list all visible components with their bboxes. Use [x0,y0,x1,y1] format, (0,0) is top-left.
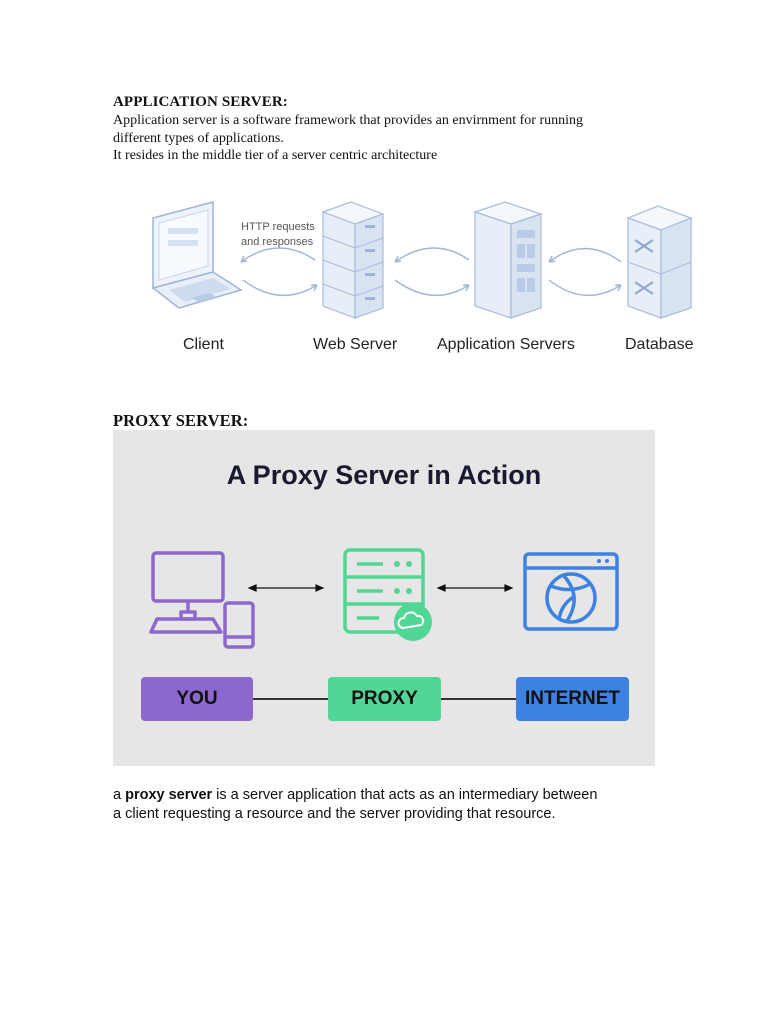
arrow-icons [240,247,622,296]
internet-pill: INTERNET [516,677,629,721]
browser-globe-icon [523,552,619,631]
description-line: It resides in the middle tier of a serve… [113,148,438,163]
laptop-icon [151,201,243,309]
application-server-diagram: HTTP requests and responses Client Web S… [113,190,713,370]
proxy-server-heading: PROXY SERVER: [113,411,249,430]
web-server-label: Web Server [313,336,398,353]
proxy-server-term: proxy server [125,787,213,803]
two-way-arrow-icon [436,584,514,592]
cloud-icon [394,603,432,641]
database-icon [626,205,693,319]
http-note: HTTP requests and responses [241,220,315,250]
proxy-pill: PROXY [328,677,441,721]
application-server-heading: APPLICATION SERVER: [113,94,288,110]
proxy-flow-illustration [149,548,619,649]
description-line: different types of applications. [113,130,284,146]
proxy-text-prefix: a [113,787,126,803]
application-server-icon [473,201,543,319]
proxy-text-rest: is a server application that acts as an … [212,787,598,803]
description-line: Application server is a software framewo… [113,113,584,128]
architecture-illustration [151,201,693,319]
application-servers-label: Application Servers [437,336,575,353]
proxy-description-line: a client requesting a resource and the s… [113,806,556,822]
two-way-arrow-icon [247,584,325,592]
you-pill: YOU [141,677,253,721]
browser-window-dots [597,559,609,563]
http-note-line: and responses [241,236,314,248]
phone-icon [223,601,255,649]
http-note-line: HTTP requests [241,221,315,233]
computer-icon [149,551,225,634]
application-server-description: Application server is a software framewo… [113,112,583,165]
client-label: Client [183,336,224,353]
proxy-description-line: a proxy server is a server application t… [113,786,673,805]
server-status-dots [394,561,412,594]
web-server-icon [321,201,385,319]
server-stack-icon [343,548,425,634]
proxy-description: a proxy server is a server application t… [113,786,673,824]
database-label: Database [625,336,694,353]
proxy-diagram-title: A Proxy Server in Action [226,460,542,490]
